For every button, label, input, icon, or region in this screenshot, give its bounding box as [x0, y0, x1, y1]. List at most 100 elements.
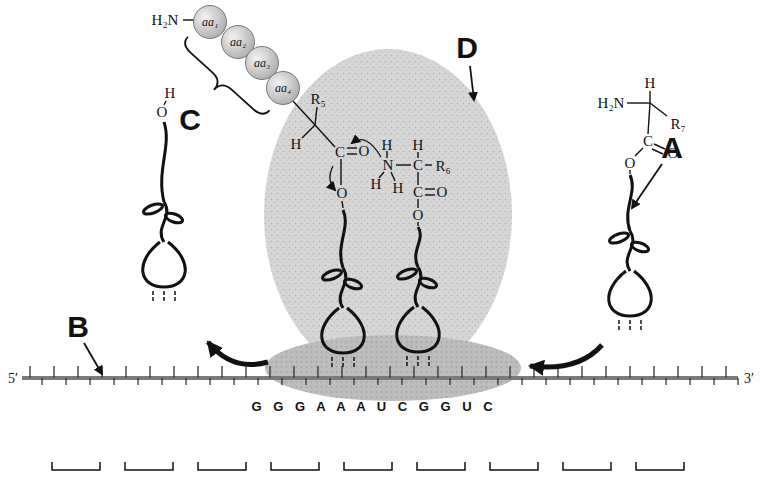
anticodon-tick [640, 320, 642, 331]
trna-stem [415, 267, 421, 307]
mrna-tick [713, 378, 714, 385]
trna-group [142, 122, 651, 368]
anticodon-tick [163, 291, 165, 302]
atom: H [371, 177, 382, 192]
atom: O [625, 156, 636, 171]
atom: O [668, 146, 679, 161]
trna-stem [627, 231, 633, 271]
terminus: H₂N [152, 13, 179, 28]
mrna-tick [581, 366, 582, 378]
trna-loop [609, 271, 652, 316]
small-subunit [265, 335, 521, 401]
mrna-tick [77, 366, 78, 378]
trna-stem [340, 268, 346, 308]
codon-bracket [52, 462, 100, 470]
mrna-tick [545, 378, 546, 385]
pointer-arrow [632, 164, 662, 208]
mrna-tick [305, 378, 306, 385]
mrna-tick [677, 366, 678, 378]
codon-bracket [198, 462, 246, 470]
atom: N [383, 158, 394, 173]
amino-acid-label: aa₃ [254, 56, 270, 71]
atom: H [393, 181, 404, 196]
pointer-arrow [84, 343, 102, 374]
atom: O [337, 186, 348, 201]
mrna-tick [653, 366, 654, 378]
mrna-tick [413, 366, 414, 378]
mrna-tick [245, 366, 246, 378]
anticodon-tick [428, 356, 430, 367]
mrna-tick [485, 366, 486, 378]
codon-bracket [344, 462, 392, 470]
trna-arm [321, 268, 343, 282]
terminus: H₂N [598, 96, 625, 111]
large-subunit [264, 49, 512, 381]
mrna-tick [377, 378, 378, 385]
side-chain: R₅ [310, 92, 325, 107]
anticodon-tick [353, 357, 355, 368]
codon-bracket [417, 462, 465, 470]
trna-loop [397, 307, 440, 352]
mrna-tick [281, 378, 282, 385]
side-chain: R₇ [670, 117, 685, 132]
strand-end: 3′ [744, 372, 754, 386]
mrna-tick [221, 366, 222, 378]
mrna-tick [269, 366, 270, 378]
mrna-tick [629, 366, 630, 378]
mrna-tick [617, 378, 618, 385]
atom: C [643, 134, 653, 149]
mrna-tick [437, 366, 438, 378]
mrna-tick [293, 366, 294, 378]
mrna-tick [365, 366, 366, 378]
mrna-tick [665, 378, 666, 385]
atom: O [437, 185, 448, 200]
codon-bracket [125, 462, 173, 470]
amino-acid-label: aa₂ [230, 35, 246, 50]
anticodon-tick [417, 356, 419, 367]
mrna-tick [173, 366, 174, 378]
atom: H [382, 138, 393, 153]
atom: C [413, 158, 423, 173]
atom: H [645, 76, 656, 91]
trna-arm [396, 267, 418, 281]
callout-letter: C [179, 105, 201, 135]
mrna-tick [605, 366, 606, 378]
mrna-tick [125, 366, 126, 378]
mrna-tick [425, 378, 426, 385]
atom: C [335, 145, 345, 160]
trna-acceptor [162, 122, 167, 202]
mrna-ticks [30, 366, 738, 385]
side-chain: R₆ [435, 159, 450, 174]
mrna-tick [509, 366, 510, 378]
mrna-tick [197, 366, 198, 378]
anticodon-tick [331, 357, 333, 368]
trna-arm [142, 202, 164, 216]
atom: O [359, 144, 370, 159]
mrna-tick [389, 366, 390, 378]
mrna-tick [89, 378, 90, 385]
atom: O [157, 105, 168, 120]
mrna-tick [701, 366, 702, 378]
mrna-tick [641, 378, 642, 385]
callout-letter: B [67, 312, 89, 342]
mrna-tick [317, 366, 318, 378]
atom: C [413, 185, 423, 200]
chemical-bonds [164, 20, 667, 226]
callout-letter: D [456, 33, 478, 63]
mrna-tick [401, 378, 402, 385]
mrna-tick [497, 378, 498, 385]
mrna-tick [65, 378, 66, 385]
amino-acid-bead: aa₄ [266, 71, 300, 105]
amino-acid-label: aa₄ [275, 81, 291, 96]
mrna-tick [737, 378, 738, 385]
atom: H [413, 138, 424, 153]
mrna-tick [137, 378, 138, 385]
trna-acceptor [416, 227, 421, 267]
mrna-tick [725, 366, 726, 378]
mrna-tick [449, 378, 450, 385]
mrna-tick [329, 378, 330, 385]
codon-bracket [636, 462, 684, 470]
atom: H [291, 137, 302, 152]
codon-bracket [490, 462, 538, 470]
